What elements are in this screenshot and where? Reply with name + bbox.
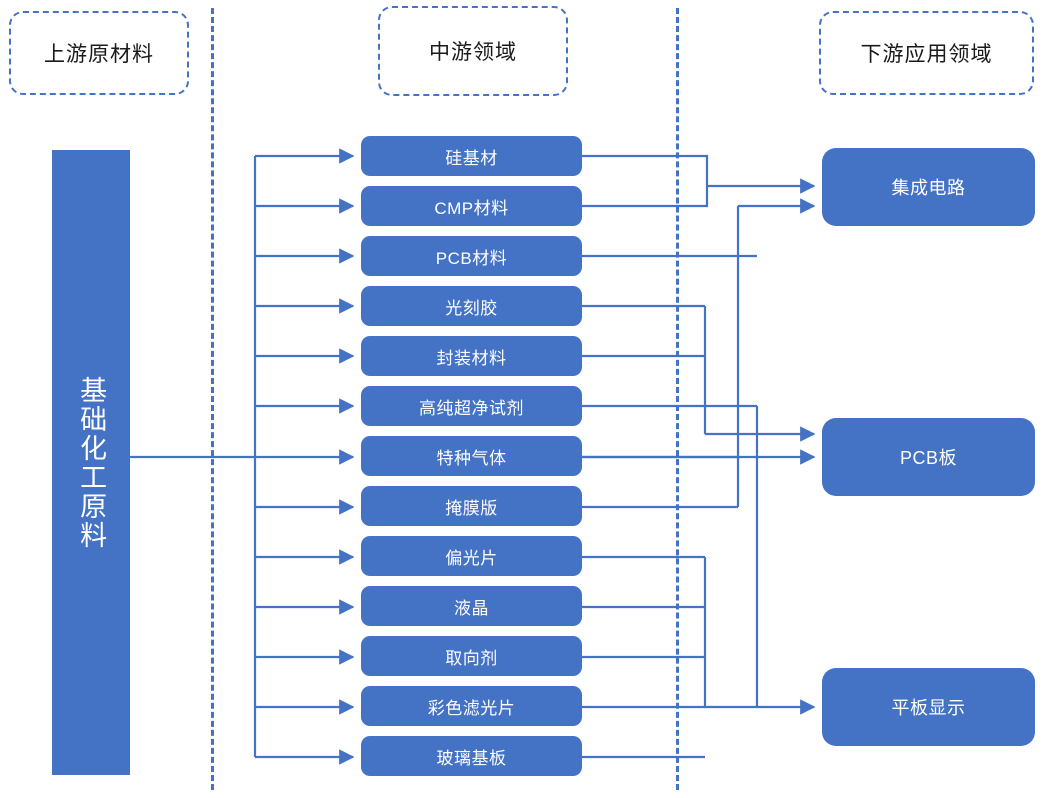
node-alignment-agent[interactable]: 取向剂 bbox=[361, 636, 582, 676]
node-label: PCB材料 bbox=[435, 248, 508, 268]
node-label: 光刻胶 bbox=[445, 298, 498, 318]
node-label: 掩膜版 bbox=[445, 498, 498, 518]
node-label: CMP材料 bbox=[434, 198, 509, 218]
stage-header-upstream: 上游原材料 bbox=[9, 11, 189, 95]
node-color-filter[interactable]: 彩色滤光片 bbox=[361, 686, 582, 726]
node-label: 取向剂 bbox=[445, 648, 498, 668]
stage-header-downstream-label: 下游应用领域 bbox=[860, 43, 993, 66]
node-polarizer[interactable]: 偏光片 bbox=[361, 536, 582, 576]
stage-header-midstream-label: 中游领域 bbox=[429, 41, 517, 64]
node-silicon-substrate[interactable]: 硅基材 bbox=[361, 136, 582, 176]
node-label: 玻璃基板 bbox=[436, 748, 507, 768]
node-label: 液晶 bbox=[454, 598, 489, 618]
node-label: 硅基材 bbox=[445, 148, 498, 168]
node-label: 彩色滤光片 bbox=[427, 698, 516, 718]
node-high-purity-reagent[interactable]: 高纯超净试剂 bbox=[361, 386, 582, 426]
node-integrated-circuit[interactable]: 集成电路 bbox=[822, 148, 1035, 226]
stage-header-downstream: 下游应用领域 bbox=[819, 11, 1034, 95]
divider-upstream-midstream bbox=[211, 8, 214, 790]
node-flat-panel-display[interactable]: 平板显示 bbox=[822, 668, 1035, 746]
node-specialty-gas[interactable]: 特种气体 bbox=[361, 436, 582, 476]
upstream-raw-material-bar: 基础化工原料 bbox=[52, 150, 130, 775]
node-label: 集成电路 bbox=[891, 178, 966, 198]
node-packaging-material[interactable]: 封装材料 bbox=[361, 336, 582, 376]
node-label: 特种气体 bbox=[436, 448, 507, 468]
stage-header-upstream-label: 上游原材料 bbox=[44, 43, 154, 66]
node-cmp-material[interactable]: CMP材料 bbox=[361, 186, 582, 226]
node-photoresist[interactable]: 光刻胶 bbox=[361, 286, 582, 326]
node-pcb-board[interactable]: PCB板 bbox=[822, 418, 1035, 496]
node-label: 偏光片 bbox=[445, 548, 498, 568]
stage-header-midstream: 中游领域 bbox=[378, 6, 568, 96]
node-photomask[interactable]: 掩膜版 bbox=[361, 486, 582, 526]
node-label: PCB板 bbox=[899, 448, 957, 468]
node-pcb-material[interactable]: PCB材料 bbox=[361, 236, 582, 276]
node-label: 高纯超净试剂 bbox=[419, 398, 524, 418]
node-label: 封装材料 bbox=[436, 348, 507, 368]
node-label: 平板显示 bbox=[891, 698, 966, 718]
upstream-raw-material-label: 基础化工原料 bbox=[76, 375, 107, 550]
node-glass-substrate[interactable]: 玻璃基板 bbox=[361, 736, 582, 776]
divider-midstream-downstream bbox=[676, 8, 679, 790]
node-liquid-crystal[interactable]: 液晶 bbox=[361, 586, 582, 626]
